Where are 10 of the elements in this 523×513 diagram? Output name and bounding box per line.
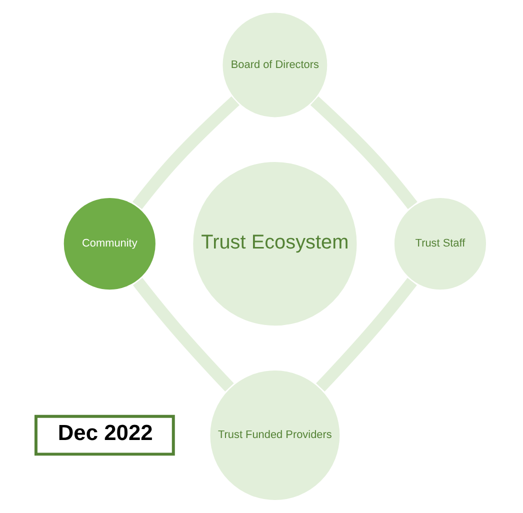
node-box: Dec 2022: [34, 414, 175, 456]
connector: [132, 278, 234, 392]
node-circle: Trust Staff: [392, 196, 488, 292]
connector: [310, 96, 418, 210]
node-circle: Trust Ecosystem: [191, 160, 359, 328]
node-circle: Board of Directors: [220, 10, 330, 120]
node-circle: Community: [62, 196, 158, 292]
node-circle: Trust Funded Providers: [208, 368, 342, 502]
connector: [132, 96, 240, 210]
connector: [316, 278, 417, 392]
